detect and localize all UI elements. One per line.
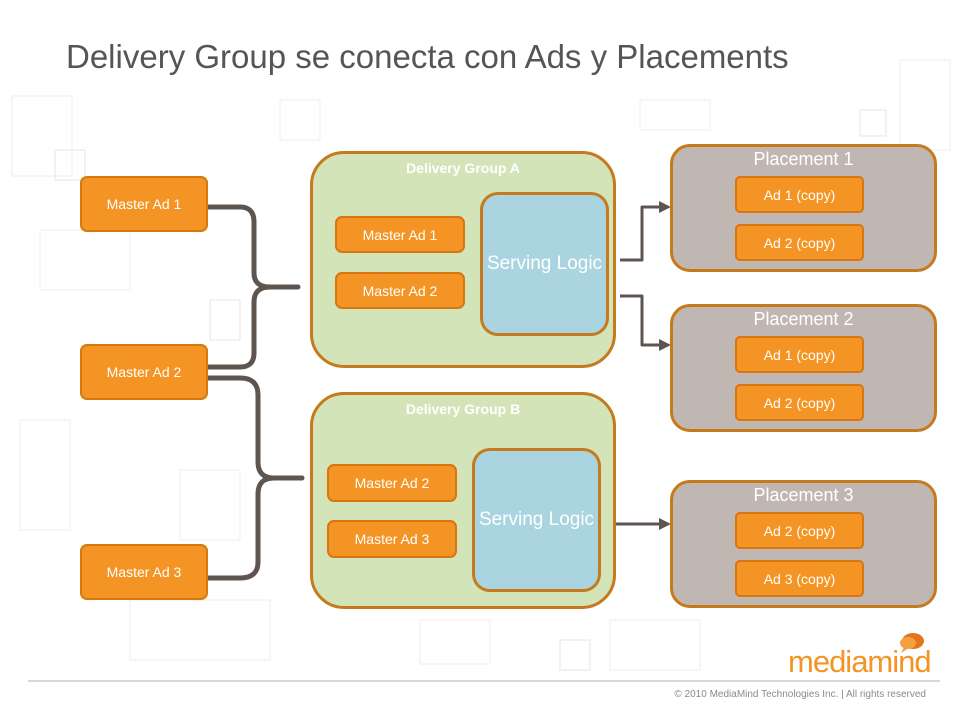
group-a-master-ad-1: Master Ad 1: [335, 216, 465, 253]
master-ad-1: Master Ad 1: [80, 176, 208, 232]
master-ad-3: Master Ad 3: [80, 544, 208, 600]
master-ad-2: Master Ad 2: [80, 344, 208, 400]
page-title: Delivery Group se conecta con Ads y Plac…: [66, 38, 789, 75]
group-a-master-ad-2: Master Ad 2: [335, 272, 465, 309]
arrow-to-placement-2: [620, 294, 671, 351]
delivery-group-a-title: Delivery Group A: [406, 160, 520, 176]
mediamind-logo: mediamind: [788, 632, 938, 680]
group-a-serving-logic: Serving Logic: [480, 192, 609, 336]
placement-1-ad-2-copy: Ad 2 (copy): [735, 224, 864, 261]
placement-3-title: Placement 3: [753, 485, 854, 505]
placement-2-ad-1-copy: Ad 1 (copy): [735, 336, 864, 373]
bracket-group-a: [205, 204, 301, 370]
placement-3-ad-3-copy: Ad 3 (copy): [735, 560, 864, 597]
delivery-group-b-title: Delivery Group B: [405, 401, 521, 417]
placement-3-ad-2-copy: Ad 2 (copy): [735, 512, 864, 549]
copyright-notice: © 2010 MediaMind Technologies Inc. | All…: [674, 689, 926, 700]
placement-1-ad-1-copy: Ad 1 (copy): [735, 176, 864, 213]
group-b-serving-logic: Serving Logic: [472, 448, 601, 592]
placement-2-ad-2-copy: Ad 2 (copy): [735, 384, 864, 421]
placement-2-title: Placement 2: [753, 309, 854, 329]
placement-1-title: Placement 1: [753, 149, 854, 169]
arrow-to-placement-1: [620, 201, 671, 262]
group-b-master-ad-2: Master Ad 2: [327, 464, 457, 502]
group-b-master-ad-3: Master Ad 3: [327, 520, 457, 558]
bracket-group-b: [205, 375, 305, 581]
footer-divider: [28, 680, 940, 682]
logo-text: mediamind: [788, 644, 932, 679]
speech-bubble-icon: [900, 633, 924, 653]
